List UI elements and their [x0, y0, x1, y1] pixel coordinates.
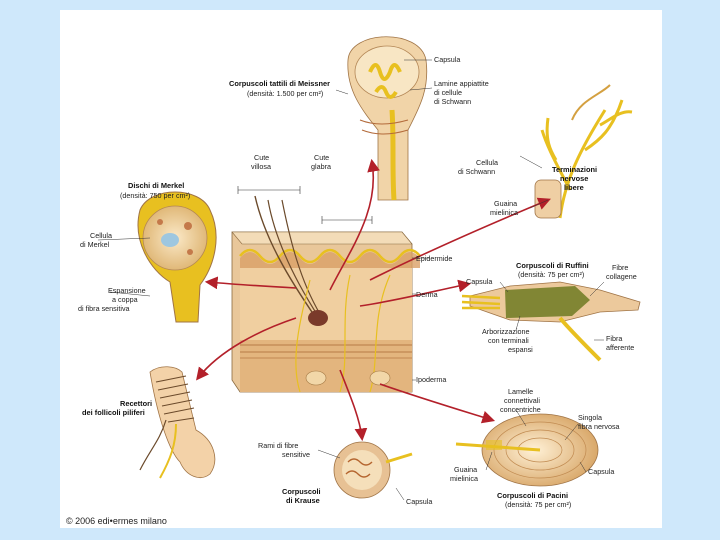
label-arborizzazione-3: espansi	[508, 345, 533, 354]
label-singola-fibra-1: Singola	[578, 413, 602, 422]
label-rami-2: sensitive	[282, 450, 310, 459]
label-singola-fibra-2: fibra nervosa	[578, 422, 620, 431]
leader-lines	[97, 59, 605, 501]
label-cellula-merkel-2: di Merkel	[80, 240, 110, 249]
label-cute-villosa-1: Cute	[254, 153, 269, 162]
skin-block	[231, 186, 421, 393]
label-epidermide: Epidermide	[416, 254, 452, 263]
label-lamine-3: di Schwann	[434, 97, 471, 106]
label-merkel-density: (densità: 750 per cm²)	[120, 191, 190, 200]
label-follicoli-2: dei follicoli piliferi	[82, 408, 145, 417]
arrow-to-follicle	[196, 317, 297, 381]
krause-bulb	[333, 441, 413, 499]
arrow-to-pacini	[379, 383, 496, 424]
label-rami-1: Rami di fibre	[258, 441, 298, 450]
label-arborizzazione-1: Arborizzazione	[482, 327, 530, 336]
label-krause-1: Corpuscoli	[282, 487, 321, 496]
arrow-to-meissner	[329, 158, 380, 291]
label-guaina-mielinica-2: mielinica	[490, 208, 518, 217]
label-capsula-pacini: Capsula	[588, 467, 614, 476]
label-lamelle-3: concentriche	[500, 405, 541, 414]
label-pacini-density: (densità: 75 per cm²)	[505, 500, 571, 509]
label-terminazioni-3: libere	[564, 183, 584, 192]
label-terminazioni-2: nervose	[560, 174, 588, 183]
label-meissner-title: Corpuscoli tattili di Meissner	[229, 79, 330, 88]
label-ruffini-title: Corpuscoli di Ruffini	[516, 261, 589, 270]
label-capsula-top: Capsula	[434, 55, 460, 64]
label-arborizzazione-2: con terminali	[488, 336, 529, 345]
label-espansione-3: di fibra sensitiva	[78, 304, 130, 313]
label-derma: Derma	[416, 290, 438, 299]
label-krause-2: di Krause	[286, 496, 320, 505]
label-ruffini-density: (densità: 75 per cm²)	[518, 270, 584, 279]
label-fibra-afferente-1: Fibra	[606, 334, 622, 343]
label-fibre-collagene-2: collagene	[606, 272, 637, 281]
labels: Capsula Corpuscoli tattili di Meissner (…	[78, 55, 637, 509]
label-follicoli-1: Recettori	[120, 399, 152, 408]
label-fibra-afferente-2: afferente	[606, 343, 634, 352]
label-guaina-pacini-2: mielinica	[450, 474, 478, 483]
arrow-to-krause	[339, 369, 368, 442]
label-fibre-collagene-1: Fibre	[612, 263, 628, 272]
free-nerve-endings	[534, 84, 633, 219]
merkel-disc	[137, 191, 217, 323]
arrow-to-merkel	[204, 276, 297, 290]
label-merkel-title: Dischi di Merkel	[128, 181, 184, 190]
label-guaina-mielinica-1: Guaina	[494, 199, 517, 208]
hair-follicle-receptor	[139, 366, 216, 479]
meissner-corpuscle	[347, 36, 428, 201]
arrow-to-free-endings	[369, 197, 551, 281]
label-cute-glabra-2: glabra	[311, 162, 331, 171]
label-lamelle-2: connettivali	[504, 396, 540, 405]
arrow-to-ruffini	[359, 279, 472, 307]
copyright-notice: © 2006 edi•ermes milano	[66, 516, 167, 526]
label-cute-glabra-1: Cute	[314, 153, 329, 162]
label-terminazioni-1: Terminazioni	[552, 165, 597, 174]
label-cellula-merkel-1: Cellula	[90, 231, 112, 240]
label-capsula-krause: Capsula	[406, 497, 432, 506]
label-pacini-title: Corpuscoli di Pacini	[497, 491, 568, 500]
label-guaina-pacini-1: Guaina	[454, 465, 477, 474]
label-cellula-schwann-1: Cellula	[476, 158, 498, 167]
label-ipoderma: Ipoderma	[416, 375, 446, 384]
ruffini-corpuscle	[461, 281, 641, 362]
label-lamine-1: Lamine appiattite	[434, 79, 489, 88]
label-cellula-schwann-2: di Schwann	[458, 167, 495, 176]
label-meissner-density: (densità: 1.500 per cm²)	[247, 89, 323, 98]
label-espansione-1: Espansione	[108, 286, 146, 295]
label-capsula-ruffini: Capsula	[466, 277, 492, 286]
label-lamelle-1: Lamelle	[508, 387, 533, 396]
label-espansione-2: a coppa	[112, 295, 138, 304]
arrows	[196, 158, 551, 442]
label-lamine-2: di cellule	[434, 88, 462, 97]
pacini-corpuscle	[455, 413, 599, 487]
label-cute-villosa-2: villosa	[251, 162, 271, 171]
